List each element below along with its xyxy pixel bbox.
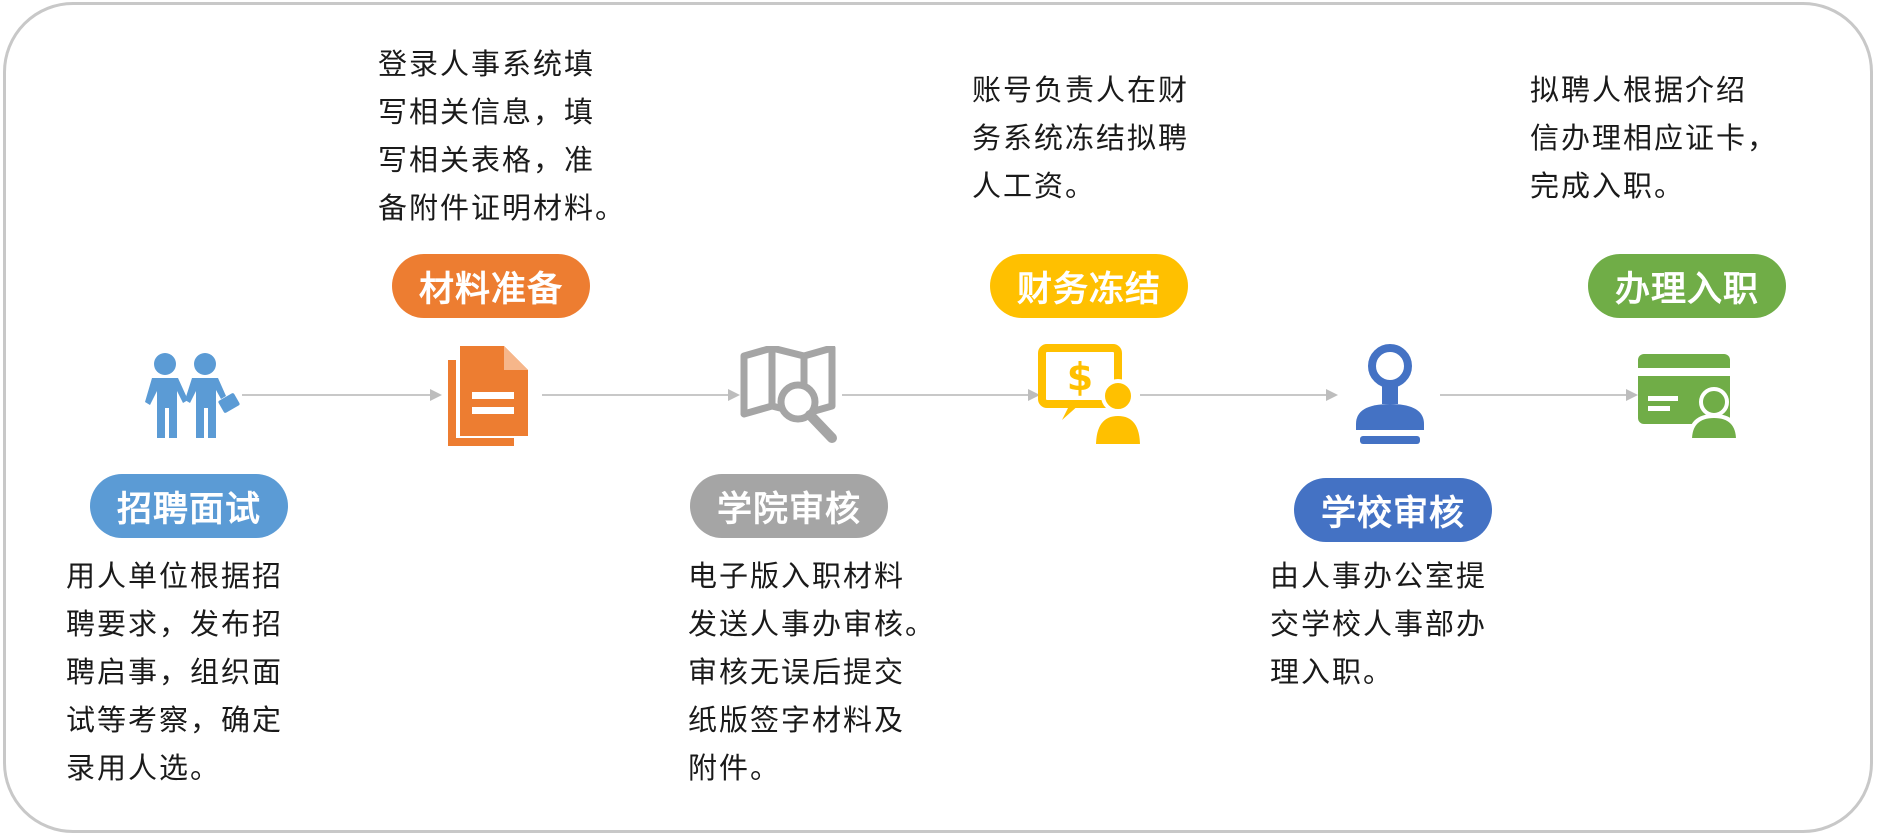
- desc-line: 纸版签字材料及: [688, 703, 906, 737]
- svg-text:$: $: [1067, 355, 1093, 399]
- step-title-finance-freeze: 财务冻结: [990, 254, 1188, 318]
- desc-line: 信办理相应证卡，: [1530, 121, 1779, 155]
- desc-line: 完成入职。: [1530, 169, 1686, 203]
- desc-line: 登录人事系统填: [378, 47, 596, 81]
- step-desc-onboarding: 拟聘人根据介绍 信办理相应证卡， 完成入职。: [1530, 66, 1778, 210]
- desc-line: 人工资。: [972, 169, 1097, 203]
- step-title-interview: 招聘面试: [90, 474, 288, 538]
- desc-line: 试等考察，确定: [66, 703, 284, 737]
- handshake-people-icon: [145, 353, 240, 438]
- map-magnifier-icon: [740, 346, 837, 443]
- desc-line: 用人单位根据招: [66, 559, 284, 593]
- desc-line: 由人事办公室提: [1270, 559, 1488, 593]
- step-desc-school-review: 由人事办公室提 交学校人事部办 理入职。: [1270, 552, 1487, 696]
- desc-line: 审核无误后提交: [688, 655, 906, 689]
- step-title-college-review: 学院审核: [690, 474, 888, 538]
- step-desc-interview: 用人单位根据招 聘要求，发布招 聘启事，组织面 试等考察，确定 录用人选。: [66, 552, 283, 792]
- desc-line: 聘要求，发布招: [66, 607, 284, 641]
- desc-line: 备附件证明材料。: [378, 191, 627, 225]
- desc-line: 拟聘人根据介绍: [1530, 73, 1748, 107]
- document-stack-icon: [448, 346, 528, 446]
- desc-line: 写相关表格，准: [378, 143, 596, 177]
- step-desc-finance-freeze: 账号负责人在财 务系统冻结拟聘 人工资。: [972, 66, 1189, 210]
- diagram-frame: [3, 2, 1873, 833]
- desc-line: 聘启事，组织面: [66, 655, 284, 689]
- step-desc-materials: 登录人事系统填 写相关信息，填 写相关表格，准 备附件证明材料。: [378, 40, 626, 232]
- desc-line: 账号负责人在财: [972, 73, 1190, 107]
- desc-line: 交学校人事部办: [1270, 607, 1488, 641]
- desc-line: 附件。: [688, 751, 782, 785]
- desc-line: 理入职。: [1270, 655, 1395, 689]
- id-card-icon: [1638, 354, 1740, 442]
- step-title-onboarding: 办理入职: [1588, 254, 1786, 318]
- step-desc-college-review: 电子版入职材料 发送人事办审核。 审核无误后提交 纸版签字材料及 附件。: [688, 552, 936, 792]
- step-title-materials: 材料准备: [392, 254, 590, 318]
- desc-line: 务系统冻结拟聘: [972, 121, 1190, 155]
- step-title-school-review: 学校审核: [1294, 478, 1492, 542]
- desc-line: 写相关信息，填: [378, 95, 596, 129]
- finance-person-icon: $: [1038, 344, 1144, 448]
- desc-line: 电子版入职材料: [688, 559, 906, 593]
- stamp-icon: [1356, 344, 1424, 444]
- desc-line: 录用人选。: [66, 751, 222, 785]
- desc-line: 发送人事办审核。: [688, 607, 937, 641]
